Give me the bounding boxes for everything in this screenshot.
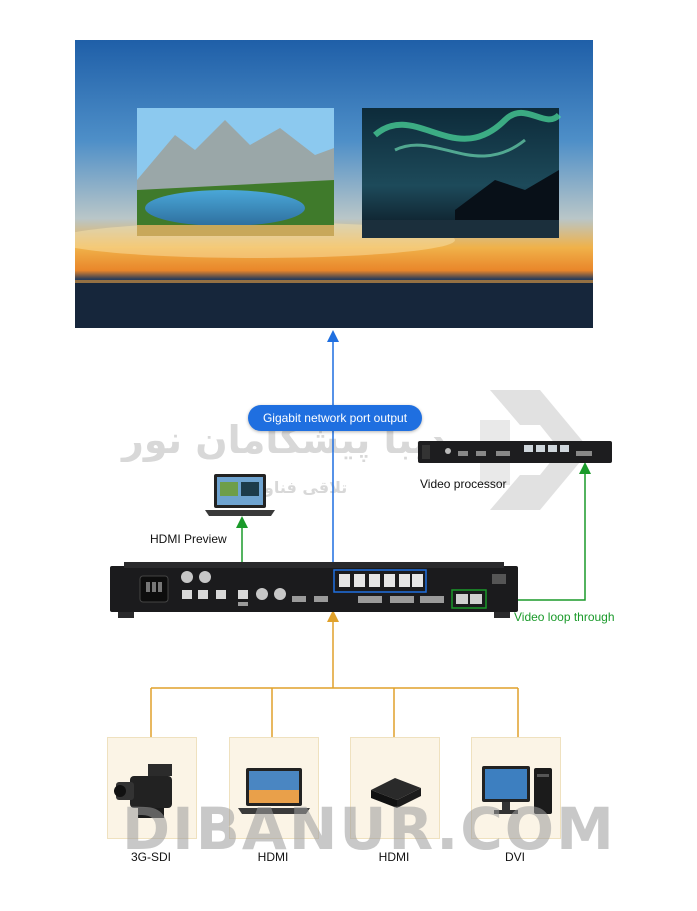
video-loop-label: Video loop through	[514, 610, 615, 624]
source-lines	[150, 610, 519, 738]
watermark-persian-subtitle: تلاقی فناوری	[240, 478, 348, 497]
mountain-lake-image	[137, 108, 334, 236]
gigabit-output-label: Gigabit network port output	[248, 405, 422, 431]
desktop-pc-icon	[482, 766, 552, 814]
laptop-icon	[238, 768, 310, 814]
source-label-hdmi-1: HDMI	[257, 850, 289, 864]
loop-through-line	[487, 462, 591, 601]
aurora-image	[362, 108, 562, 238]
source-box-hdmi-laptop	[229, 737, 319, 839]
camcorder-icon	[114, 764, 172, 818]
source-box-dvi	[471, 737, 561, 839]
watermark-site: DIBANUR.COM	[122, 795, 616, 863]
hdmi-preview-label: HDMI Preview	[150, 532, 227, 546]
source-box-hdmi-box	[350, 737, 440, 839]
video-processor-device	[418, 437, 612, 472]
led-controller-device	[110, 560, 518, 623]
source-label-sdi: 3G-SDI	[130, 850, 171, 864]
led-screen	[75, 40, 593, 328]
video-processor-label: Video processor	[420, 477, 507, 491]
source-label-hdmi-2: HDMI	[378, 850, 410, 864]
source-box-sdi	[107, 737, 197, 839]
preview-laptop-icon	[205, 472, 275, 523]
source-label-dvi: DVI	[504, 850, 525, 864]
media-box-icon	[371, 778, 421, 808]
